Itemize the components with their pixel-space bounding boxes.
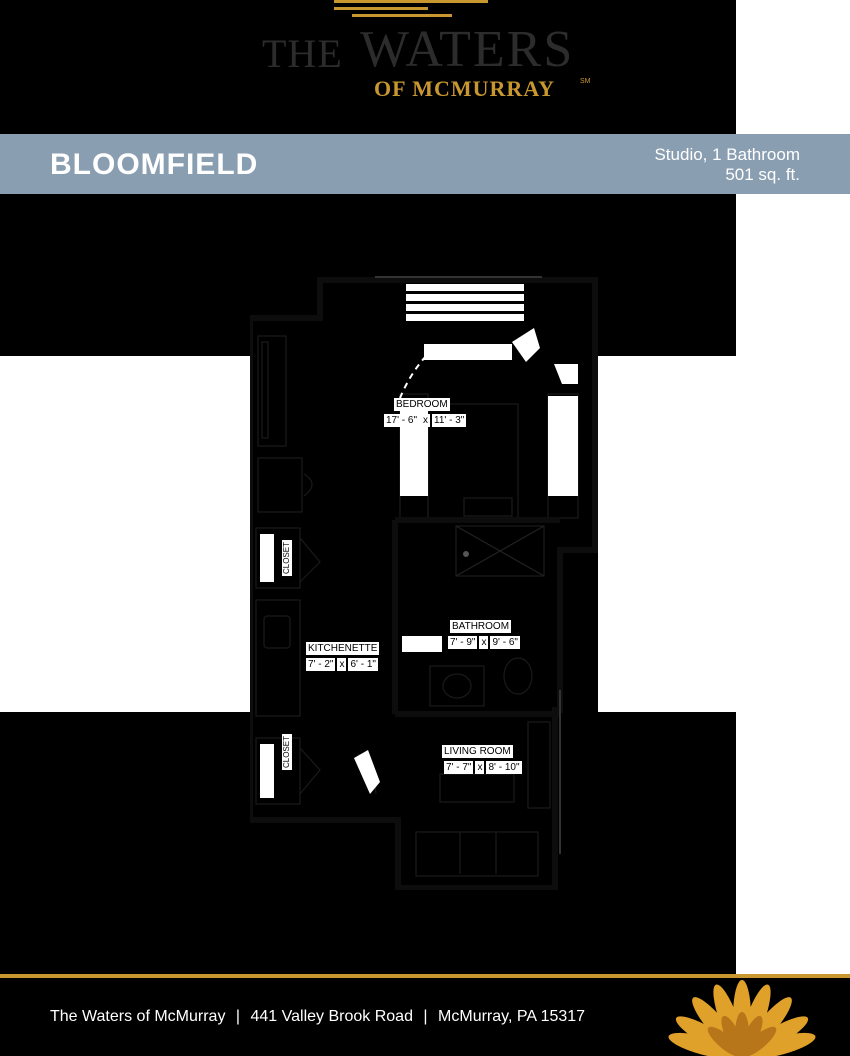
bathroom-times: x (479, 636, 489, 649)
kitchenette-times: x (337, 658, 347, 671)
plan-name: BLOOMFIELD (50, 148, 259, 181)
kitchenette-label: KITCHENETTE (306, 642, 380, 655)
bedroom-width: 17' - 6" (384, 414, 420, 427)
living-room-width: 7' - 7" (444, 761, 474, 774)
footer-gold-rule (0, 974, 850, 978)
bathroom-label: BATHROOM (450, 620, 512, 633)
living-room-label: LIVING ROOM (442, 745, 513, 758)
logo-rule-low (352, 14, 452, 17)
footer-community-name: The Waters of McMurray (50, 1008, 226, 1025)
floor-plan-drawing (247, 276, 598, 891)
bedroom-times: x (421, 414, 431, 427)
logo-waters: WATERS (360, 21, 575, 78)
logo-subtitle: OF MCMURRAY (374, 76, 556, 101)
footer-city: McMurray, PA 15317 (438, 1008, 586, 1025)
bathroom-width: 7' - 9" (448, 636, 478, 649)
closet-label-lower: CLOSET (282, 734, 292, 771)
closet-label-upper: CLOSET (282, 540, 292, 577)
bedroom-dimensions: 17' - 6" x 11' - 3" (384, 414, 467, 427)
bathroom-dimensions: 7' - 9" x 9' - 6" (448, 636, 520, 649)
floor-plan: BEDROOM 17' - 6" x 11' - 3" BATHROOM 7' … (247, 270, 600, 891)
logo-rule-mid (334, 7, 428, 10)
flower-icon (668, 980, 816, 1056)
bathroom-length: 9' - 6" (490, 636, 520, 649)
logo-rule-top (334, 0, 488, 3)
living-room-times: x (475, 761, 485, 774)
bedroom-label: BEDROOM (394, 398, 450, 411)
plan-meta: Studio, 1 Bathroom 501 sq. ft. (654, 145, 800, 185)
living-room-length: 8' - 10" (486, 761, 522, 774)
footer: The Waters of McMurray | 441 Valley Broo… (0, 978, 850, 1056)
plan-banner: BLOOMFIELD Studio, 1 Bathroom 501 sq. ft… (0, 134, 850, 194)
footer-address: The Waters of McMurray | 441 Valley Broo… (50, 1008, 585, 1026)
page-band-left (0, 356, 250, 712)
footer-separator: | (423, 1008, 428, 1025)
plan-type: Studio, 1 Bathroom (654, 145, 800, 164)
kitchenette-length: 6' - 1" (348, 658, 378, 671)
footer-street: 441 Valley Brook Road (250, 1008, 413, 1025)
logo-the: THE (262, 31, 343, 76)
page-margin-top-right (736, 0, 850, 134)
plan-size: 501 sq. ft. (725, 165, 800, 184)
kitchenette-width: 7' - 2" (306, 658, 336, 671)
page-band-right (598, 356, 736, 712)
living-room-dimensions: 7' - 7" x 8' - 10" (444, 761, 522, 774)
logo-service-mark: SM (580, 78, 591, 85)
page-margin-right (736, 194, 850, 976)
bedroom-length: 11' - 3" (432, 414, 467, 427)
footer-separator: | (235, 1008, 241, 1025)
kitchenette-dimensions: 7' - 2" x 6' - 1" (306, 658, 378, 671)
brand-logo: THE WATERS OF MCMURRAY SM (240, 0, 600, 110)
